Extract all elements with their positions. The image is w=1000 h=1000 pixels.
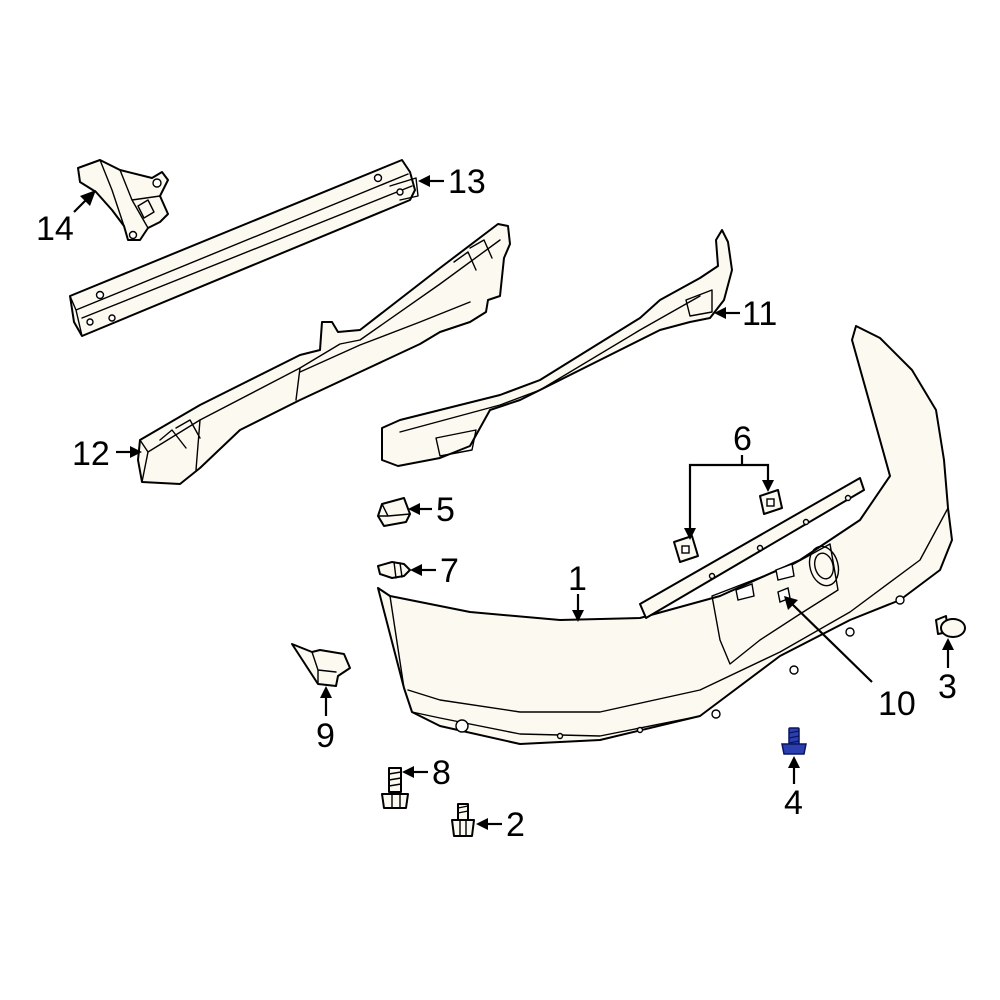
callout-1[interactable]: 1 [568, 560, 587, 598]
callout-13[interactable]: 13 [448, 163, 486, 201]
part-4-screw[interactable] [781, 727, 807, 755]
part-5-clip[interactable] [377, 497, 411, 527]
part-3-push-pin[interactable] [935, 615, 966, 638]
part-9-bracket[interactable] [291, 643, 351, 687]
callout-10[interactable]: 10 [878, 685, 916, 723]
callout-2[interactable]: 2 [506, 806, 525, 844]
callout-6[interactable]: 6 [733, 420, 752, 458]
part-1-bumper-cover[interactable] [377, 325, 953, 745]
callout-9[interactable]: 9 [316, 717, 335, 755]
callout-5[interactable]: 5 [436, 491, 455, 529]
part-11-insert[interactable] [381, 229, 733, 467]
part-13-reinforcement[interactable] [69, 159, 419, 337]
part-8-bolt[interactable] [381, 767, 409, 809]
part-12-absorber[interactable] [137, 223, 511, 485]
callout-8[interactable]: 8 [432, 754, 451, 792]
callout-14[interactable]: 14 [36, 210, 74, 248]
part-2-bolt[interactable] [451, 803, 475, 837]
callout-3[interactable]: 3 [938, 668, 957, 706]
part-6-retainer-b[interactable] [759, 489, 783, 515]
leader-lines [73, 175, 954, 830]
callout-7[interactable]: 7 [440, 552, 459, 590]
callout-12[interactable]: 12 [72, 435, 110, 473]
part-6-retainer-a[interactable] [673, 535, 699, 563]
callout-labels: 14 13 12 11 6 5 7 1 10 3 9 4 8 2 [36, 163, 957, 844]
callout-11[interactable]: 11 [742, 295, 777, 333]
callout-4[interactable]: 4 [784, 784, 803, 822]
part-7-push-clip[interactable] [377, 561, 411, 579]
part-14-bracket[interactable] [77, 159, 169, 241]
